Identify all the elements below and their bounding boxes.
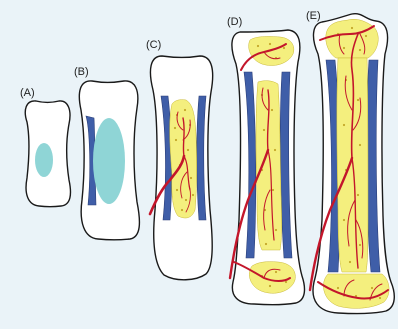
stage-b-bone bbox=[79, 81, 139, 240]
stage-a-cartilage-center bbox=[35, 143, 53, 177]
stage-a-label: (A) bbox=[20, 87, 35, 99]
stage-d-label: (D) bbox=[227, 16, 242, 28]
stage-e-label: (E) bbox=[306, 10, 321, 22]
stage-a-bone bbox=[25, 101, 70, 207]
stage-c-label: (C) bbox=[146, 39, 161, 51]
stage-b-cartilage-center bbox=[93, 118, 125, 204]
stage-d-bone bbox=[230, 30, 304, 305]
stage-c-bone bbox=[150, 56, 213, 280]
stage-e-bone bbox=[310, 14, 394, 314]
stage-b-label: (B) bbox=[74, 66, 89, 78]
